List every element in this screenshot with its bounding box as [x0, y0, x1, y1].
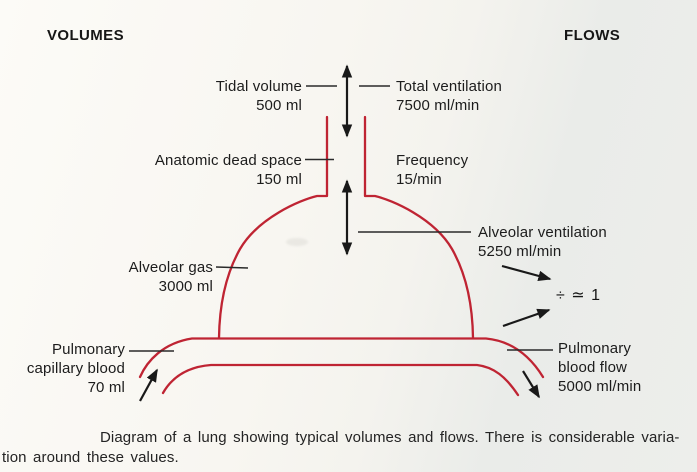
alveolar-gas-value: 3000 ml [158, 278, 213, 295]
capillary-channel-bottom-outline [161, 363, 520, 397]
flows-column-heading: FLOWS [564, 27, 621, 44]
tidal-volume-label: Tidal volume 500 ml [216, 77, 302, 115]
blood-inflow-arrow [139, 368, 158, 402]
frequency-value: 15/min [396, 171, 442, 188]
volumes-column-heading: VOLUMES [47, 27, 124, 44]
pulmonary-capillary-blood-name-2: capillary blood [26, 360, 125, 377]
ratio-denominator-arrow [502, 308, 551, 328]
tidal-volume-value: 500 ml [256, 97, 302, 114]
ratio-numerator-arrow [501, 264, 552, 282]
figure-caption-line-2: tion around these values. [2, 449, 179, 466]
anatomic-dead-space-name: Anatomic dead space [154, 152, 302, 169]
pulmonary-blood-flow-name-1: Pulmonary [558, 340, 632, 357]
pulmonary-capillary-blood-label: Pulmonary capillary blood 70 ml [27, 340, 125, 397]
pulmonary-capillary-blood-value: 70 ml [87, 379, 125, 396]
scan-smudge [286, 238, 308, 246]
alveolar-gas-name: Alveolar gas [128, 259, 213, 276]
trachea-and-dome-right-outline [363, 115, 475, 340]
anatomic-dead-space-value: 150 ml [256, 171, 302, 188]
pulmonary-blood-flow-value: 5000 ml/min [558, 378, 642, 395]
alveolar-ventilation-label: Alveolar ventilation 5250 ml/min [478, 223, 607, 261]
alveolar-gas-label: Alveolar gas 3000 ml [129, 258, 213, 296]
total-ventilation-label: Total ventilation 7500 ml/min [396, 77, 502, 115]
anatomic-dead-space-label: Anatomic dead space 150 ml [155, 151, 302, 189]
tidal-volume-name: Tidal volume [215, 78, 302, 95]
total-ventilation-value: 7500 ml/min [396, 97, 480, 114]
figure-caption-line-1: Diagram of a lung showing typical volume… [100, 429, 680, 446]
frequency-label: Frequency 15/min [396, 151, 468, 189]
lung-outline [138, 115, 545, 397]
leader-lines [129, 85, 553, 352]
pulmonary-blood-flow-label: Pulmonary blood flow 5000 ml/min [558, 339, 641, 396]
trachea-and-dome-left-outline [217, 115, 329, 340]
pulmonary-blood-flow-name-2: blood flow [558, 359, 628, 376]
total-ventilation-name: Total ventilation [396, 78, 502, 95]
ventilation-perfusion-ratio-label: ÷ ≃ 1 [556, 287, 601, 304]
pulmonary-capillary-blood-name-1: Pulmonary [51, 341, 125, 358]
capillary-channel-top-outline [138, 337, 545, 379]
frequency-name: Frequency [396, 152, 469, 169]
blood-outflow-arrow [522, 370, 540, 399]
flow-arrows [139, 64, 552, 402]
alveolar-gas-leader-line [215, 266, 249, 269]
alveolar-ventilation-name: Alveolar ventilation [478, 224, 607, 241]
alveolar-ventilation-value: 5250 ml/min [478, 243, 562, 260]
